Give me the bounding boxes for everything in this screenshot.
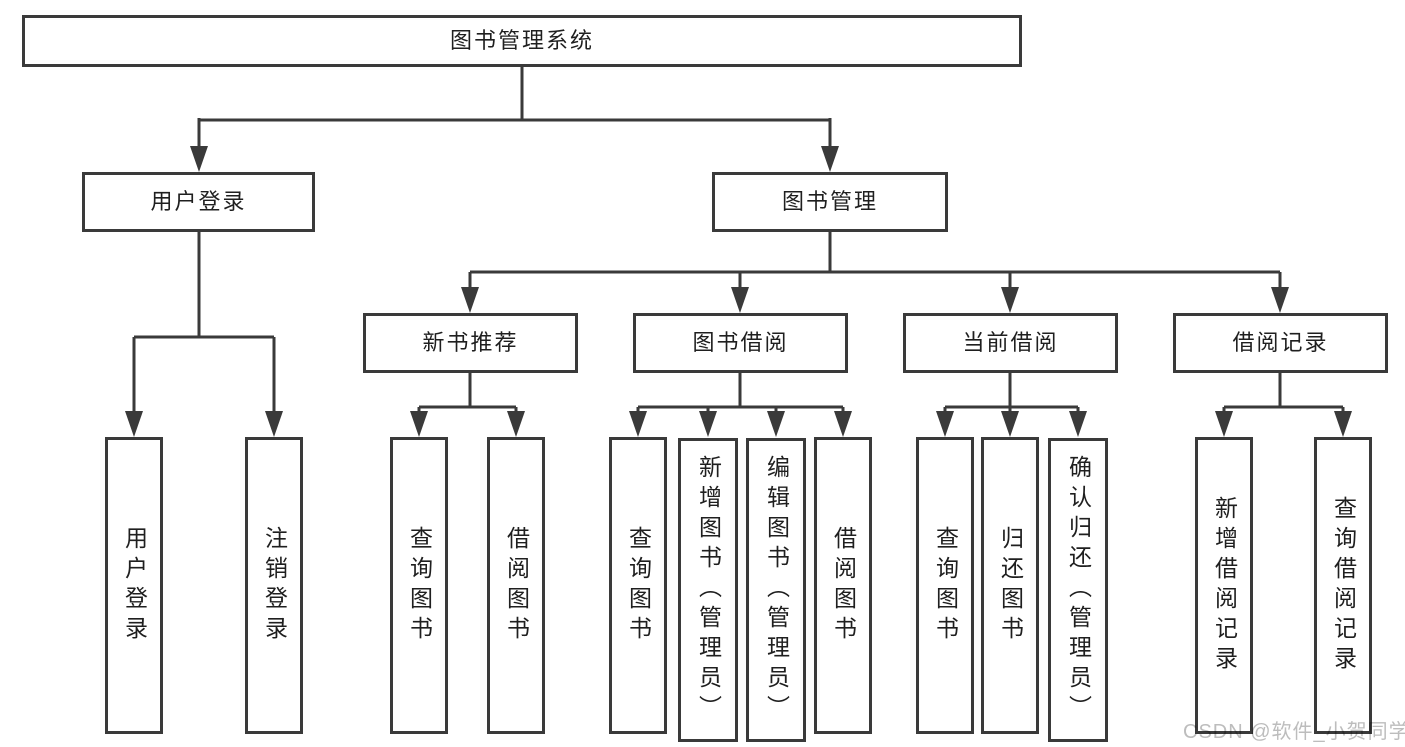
node-book-management-label: 图书管理 <box>781 189 878 214</box>
leaf-borrow-edit-admin-label: 编辑图书（管理员） <box>763 455 790 725</box>
leaf-current-return: 归还图书 <box>981 437 1039 734</box>
leaf-logout-label: 注销登录 <box>261 525 288 646</box>
node-user-login-label: 用户登录 <box>150 189 247 214</box>
leaf-borrow-query: 查询图书 <box>609 437 667 734</box>
connector-book-management <box>461 230 1289 313</box>
leaf-records-add-label: 新增借阅记录 <box>1211 495 1238 676</box>
node-book-management: 图书管理 <box>712 172 948 232</box>
node-book-borrow-label: 图书借阅 <box>692 330 789 355</box>
node-current-borrow-label: 当前借阅 <box>962 330 1059 355</box>
leaf-current-confirm-admin: 确认归还（管理员） <box>1048 438 1108 742</box>
leaf-newbook-query-label: 查询图书 <box>406 525 433 646</box>
leaf-current-return-label: 归还图书 <box>997 525 1024 646</box>
leaf-records-query-label: 查询借阅记录 <box>1330 495 1357 676</box>
leaf-borrow-borrow-label: 借阅图书 <box>830 525 857 646</box>
node-root: 图书管理系统 <box>22 15 1022 67</box>
leaf-user-login-label: 用户登录 <box>121 525 148 646</box>
leaf-borrow-query-label: 查询图书 <box>625 525 652 646</box>
leaf-logout: 注销登录 <box>245 437 303 734</box>
connector-borrow-records <box>1215 371 1352 437</box>
connector-user-login <box>125 230 283 437</box>
leaf-current-query: 查询图书 <box>916 437 974 734</box>
node-borrow-records: 借阅记录 <box>1173 313 1388 373</box>
node-new-book-recommend-label: 新书推荐 <box>422 330 519 355</box>
node-new-book-recommend: 新书推荐 <box>363 313 578 373</box>
leaf-records-query: 查询借阅记录 <box>1314 437 1372 734</box>
node-user-login: 用户登录 <box>82 172 315 232</box>
connector-book-borrow <box>629 371 852 437</box>
connector-root <box>190 66 839 172</box>
node-book-borrow: 图书借阅 <box>633 313 848 373</box>
leaf-records-add: 新增借阅记录 <box>1195 437 1253 734</box>
leaf-borrow-add-admin-label: 新增图书（管理员） <box>695 455 722 725</box>
watermark: CSDN @软件_小贺同学 <box>1183 721 1405 743</box>
leaf-newbook-query: 查询图书 <box>390 437 448 734</box>
node-borrow-records-label: 借阅记录 <box>1232 330 1329 355</box>
leaf-current-query-label: 查询图书 <box>932 525 959 646</box>
leaf-borrow-edit-admin: 编辑图书（管理员） <box>746 438 806 742</box>
connector-new-book <box>410 371 525 437</box>
leaf-user-login: 用户登录 <box>105 437 163 734</box>
connector-current-borrow <box>936 371 1087 437</box>
node-root-label: 图书管理系统 <box>449 28 594 53</box>
leaf-borrow-borrow: 借阅图书 <box>814 437 872 734</box>
leaf-newbook-borrow: 借阅图书 <box>487 437 545 734</box>
leaf-newbook-borrow-label: 借阅图书 <box>503 525 530 646</box>
leaf-current-confirm-admin-label: 确认归还（管理员） <box>1065 455 1092 725</box>
node-current-borrow: 当前借阅 <box>903 313 1118 373</box>
leaf-borrow-add-admin: 新增图书（管理员） <box>678 438 738 742</box>
